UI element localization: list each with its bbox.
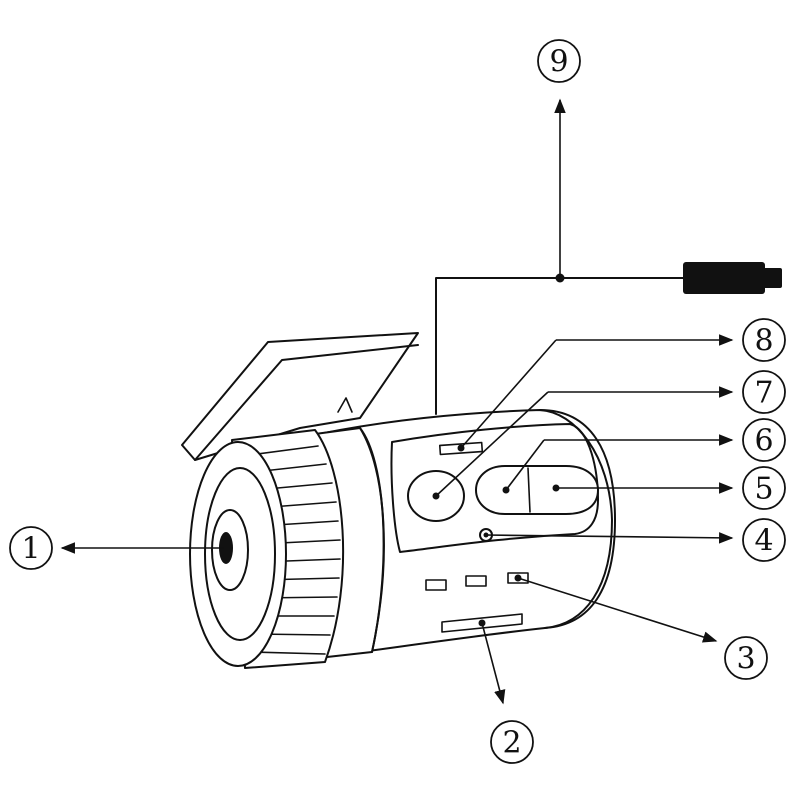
- lens-barrel: [189, 427, 385, 669]
- pill-button: [475, 465, 599, 515]
- callout-label-8: 8: [754, 324, 773, 359]
- slot-c: [507, 572, 529, 584]
- callout-label-7: 7: [754, 376, 773, 411]
- callout-9: 9: [537, 39, 581, 83]
- slot-b: [465, 575, 487, 587]
- callout-3: 3: [724, 636, 768, 680]
- callout-label-6: 6: [754, 424, 773, 459]
- indicator-slot-top: [438, 441, 484, 456]
- callout-6: 6: [742, 418, 786, 462]
- callout-2: 2: [490, 720, 534, 764]
- callout-label-2: 2: [502, 726, 521, 761]
- card-slot: [441, 613, 523, 633]
- callout-5: 5: [742, 466, 786, 510]
- callout-label-9: 9: [549, 45, 568, 80]
- mount-bracket: [181, 332, 419, 461]
- callout-label-4: 4: [754, 524, 773, 559]
- callout-4: 4: [742, 518, 786, 562]
- callout-7: 7: [742, 370, 786, 414]
- slot-a: [425, 579, 447, 591]
- callout-label-3: 3: [736, 642, 755, 677]
- usb-plug: [683, 262, 765, 294]
- callout-label-1: 1: [21, 532, 40, 567]
- power-cable: [435, 262, 782, 415]
- callout-8: 8: [742, 318, 786, 362]
- leader-lines: [60, 98, 734, 705]
- callout-1: 1: [9, 526, 53, 570]
- callout-label-5: 5: [754, 472, 773, 507]
- lens-center: [219, 532, 233, 564]
